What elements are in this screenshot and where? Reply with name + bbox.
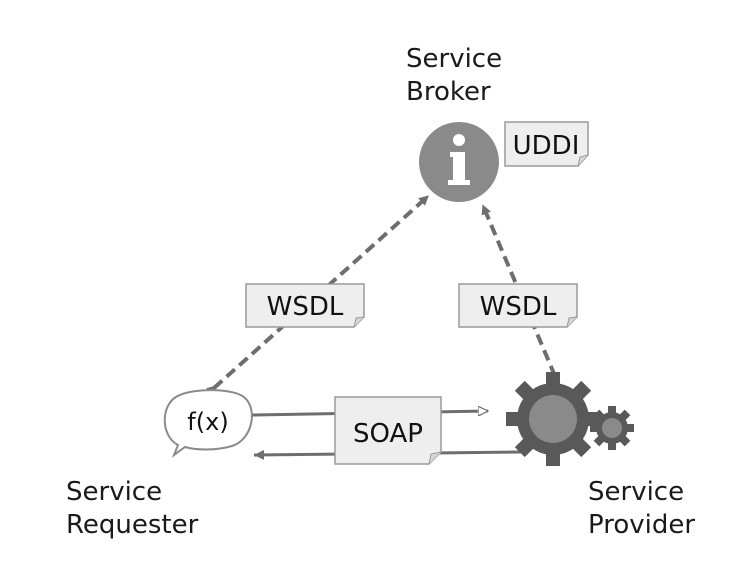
provider-label: Service Provider [588, 476, 695, 542]
speech-bubble-icon: f(x) [163, 389, 253, 458]
provider-label-line1: Service [588, 477, 685, 507]
gear-icon [506, 372, 600, 466]
small-gear-icon [590, 406, 634, 450]
wsdl-right-label: WSDL [480, 292, 557, 322]
uddi-document: UDDI [504, 121, 589, 167]
requester-label: Service Requester [66, 476, 198, 542]
wsdl-document-right: WSDL [458, 283, 578, 328]
wsdl-document-left: WSDL [245, 283, 365, 328]
broker-label-line2: Broker [406, 77, 491, 107]
info-icon [419, 122, 499, 202]
soap-document: SOAP [334, 396, 442, 465]
broker-label: Service Broker [406, 43, 502, 109]
requester-function-label: f(x) [187, 408, 228, 436]
wsdl-left-label: WSDL [267, 292, 344, 322]
broker-label-line1: Service [406, 44, 503, 74]
requester-label-line1: Service [66, 477, 163, 507]
soap-label: SOAP [353, 419, 423, 449]
uddi-label: UDDI [513, 131, 580, 161]
requester-label-line2: Requester [66, 510, 199, 540]
provider-label-line2: Provider [588, 510, 696, 540]
